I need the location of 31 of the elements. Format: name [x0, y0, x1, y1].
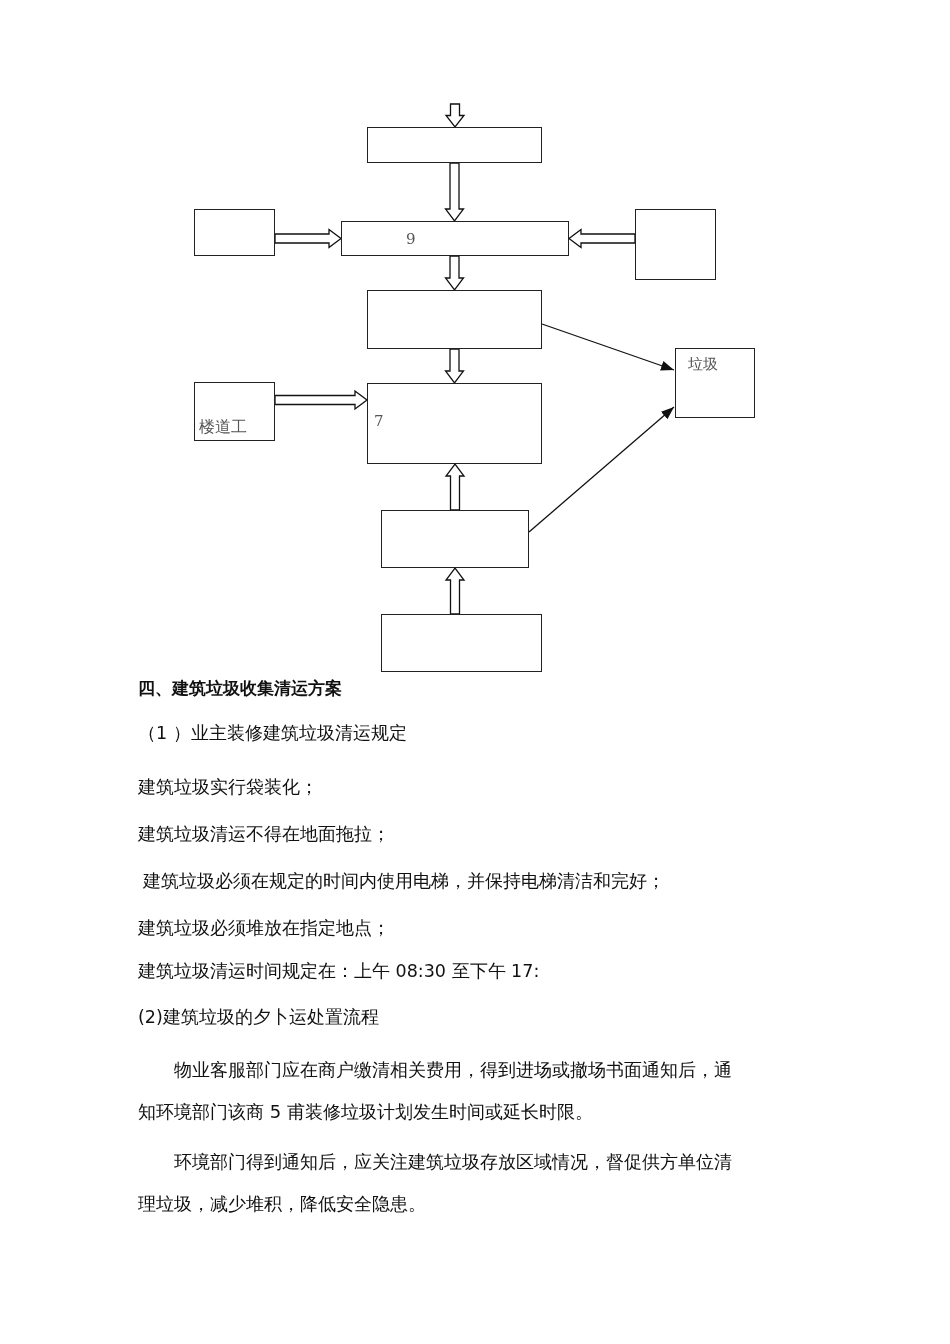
process-box: 9 — [341, 221, 569, 256]
paragraph: 环境部门得到通知后，应关注建筑垃圾存放区域情况，督促供方单位清理垃圾，减少堆积，降低安全隐患。 — [138, 1150, 733, 1216]
block-arrow — [444, 162, 465, 223]
subheading: (2)建筑垃圾的夕卜运处置流程 — [138, 1006, 379, 1029]
section-heading: 四、建筑垃圾收集清运方案 — [138, 677, 342, 700]
arrow — [541, 323, 675, 371]
block-arrow — [444, 566, 466, 615]
arrow — [528, 406, 675, 533]
text-line: 建筑垃圾必须在规定的时间内使用电梯，并保持电梯清洁和完好； — [143, 870, 665, 893]
process-box: 楼道工 — [194, 382, 275, 441]
block-arrow — [274, 228, 343, 249]
text-line: 建筑垃圾清运时间规定在：上午 08:30 至下午 17: — [138, 960, 540, 983]
process-box: 垃圾 — [675, 348, 755, 418]
block-arrow — [444, 255, 465, 292]
text-line: 建筑垃圾实行袋装化； — [138, 776, 318, 799]
process-box — [381, 510, 529, 568]
process-box — [635, 209, 716, 280]
process-box — [381, 614, 542, 672]
block-arrow — [274, 389, 369, 411]
process-box: 7 — [367, 383, 542, 464]
text-line: 建筑垃圾清运不得在地面拖拉； — [138, 823, 390, 846]
text-line: 建筑垃圾必须堆放在指定地点； — [138, 917, 390, 940]
subheading: （1 ）业主装修建筑垃圾清运规定 — [138, 722, 407, 745]
block-arrow — [444, 348, 465, 385]
process-box — [367, 127, 542, 163]
block-arrow — [444, 103, 466, 129]
block-arrow — [567, 228, 636, 249]
process-box — [367, 290, 542, 349]
paragraph: 物业客服部门应在商户缴清相关费用，得到进场或撤场书面通知后，通知环境部门该商 5 甫装修垃圾计划发生时间或延长时限。 — [138, 1058, 733, 1124]
block-arrow — [444, 462, 466, 511]
process-box — [194, 209, 275, 256]
